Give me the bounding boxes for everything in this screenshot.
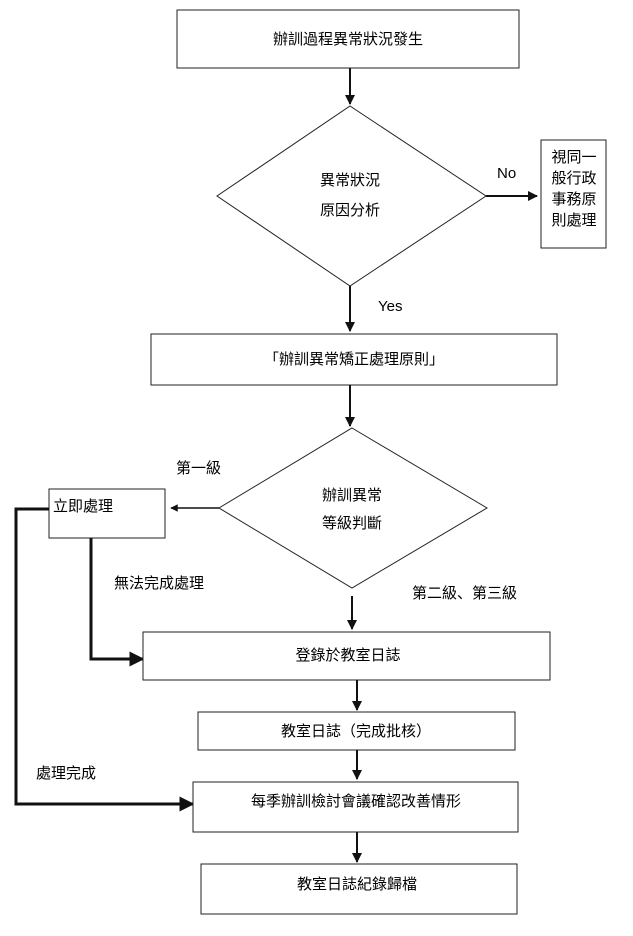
arrow-cannot-complete: [89, 538, 145, 667]
log-review-node: 教室日誌（完成批核）: [197, 711, 516, 751]
arrow-handled: [14, 507, 195, 812]
handled-label: 處理完成: [36, 764, 96, 782]
meeting-node-label: 每季辦訓檢討會議確認改善情形: [251, 792, 461, 810]
log-node-label: 登錄於教室日誌: [295, 646, 400, 664]
general-admin-line-2: 般行政: [551, 169, 596, 187]
meeting-node: 每季辦訓檢討會議確認改善情形: [192, 781, 519, 833]
start-node-label: 辦訓過程異常狀況發生: [273, 30, 423, 48]
log-review-node-label: 教室日誌（完成批核）: [281, 722, 431, 740]
cannot-complete-label: 無法完成處理: [114, 574, 204, 592]
general-admin-line-3: 事務原: [551, 190, 596, 208]
analysis-decision: 異常狀況 原因分析: [216, 105, 487, 287]
archive-node: 教室日誌紀錄歸檔: [200, 863, 518, 915]
general-admin-line-4: 則處理: [551, 211, 596, 229]
immediate-node-label: 立即處理: [53, 497, 113, 515]
level-decision-line-2: 等級判斷: [322, 514, 382, 532]
principle-node-label: 「辦訓異常矯正處理原則」: [264, 350, 444, 368]
no-label: No: [497, 165, 516, 182]
general-admin-node: 視同一 般行政 事務原 則處理: [540, 139, 607, 249]
archive-node-label: 教室日誌紀錄歸檔: [297, 875, 417, 893]
level-one-label: 第一級: [176, 459, 221, 477]
analysis-decision-line-2: 原因分析: [320, 201, 380, 219]
log-node: 登錄於教室日誌: [142, 631, 551, 681]
start-node: 辦訓過程異常狀況發生: [176, 9, 520, 69]
immediate-node: 立即處理: [48, 488, 166, 539]
level-decision-line-1: 辦訓異常: [322, 486, 382, 504]
level-decision: 辦訓異常 等級判斷: [218, 427, 488, 589]
level-two-three-label: 第二級、第三級: [412, 584, 517, 602]
analysis-decision-line-1: 異常狀況: [320, 171, 380, 189]
yes-label: Yes: [378, 298, 402, 315]
principle-node: 「辦訓異常矯正處理原則」: [150, 333, 558, 386]
general-admin-line-1: 視同一: [551, 148, 596, 166]
